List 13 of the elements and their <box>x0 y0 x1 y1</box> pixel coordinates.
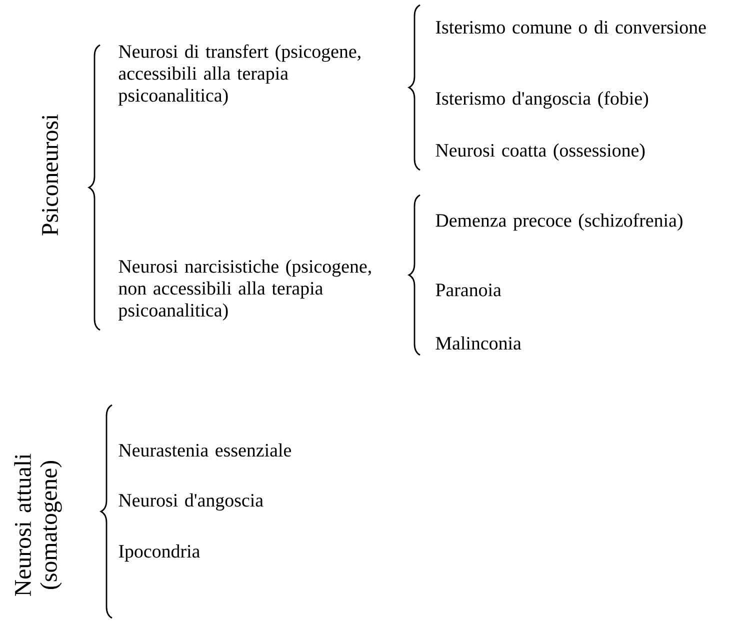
term-label: Neurosi di transfert (psicogene, accessibili alla terapia psicoanalitica) <box>118 44 360 106</box>
term-label: Paranoia <box>436 284 502 296</box>
term-label: Ipocondria <box>118 544 200 562</box>
term-label: Neurosi narcisistiche (psicogene, non accessibili alla terapia psicoanalitica) <box>118 260 371 320</box>
term-label: Isterismo comune o di conversione <box>436 20 706 34</box>
term-label: Isterismo d'angoscia (fobie) <box>436 91 648 109</box>
group-label: Psiconeurosi <box>42 114 58 236</box>
group-label: Neurosi attuali (somatogene) <box>14 454 62 596</box>
term-label: Neurosi d'angoscia <box>118 493 264 511</box>
term-label: Neurosi coatta (ossessione) <box>436 143 645 161</box>
term-label: Malinconia <box>436 336 522 350</box>
term-label: Neurastenia essenziale <box>118 443 291 457</box>
term-label: Demenza precoce (schizofrenia) <box>436 213 682 231</box>
